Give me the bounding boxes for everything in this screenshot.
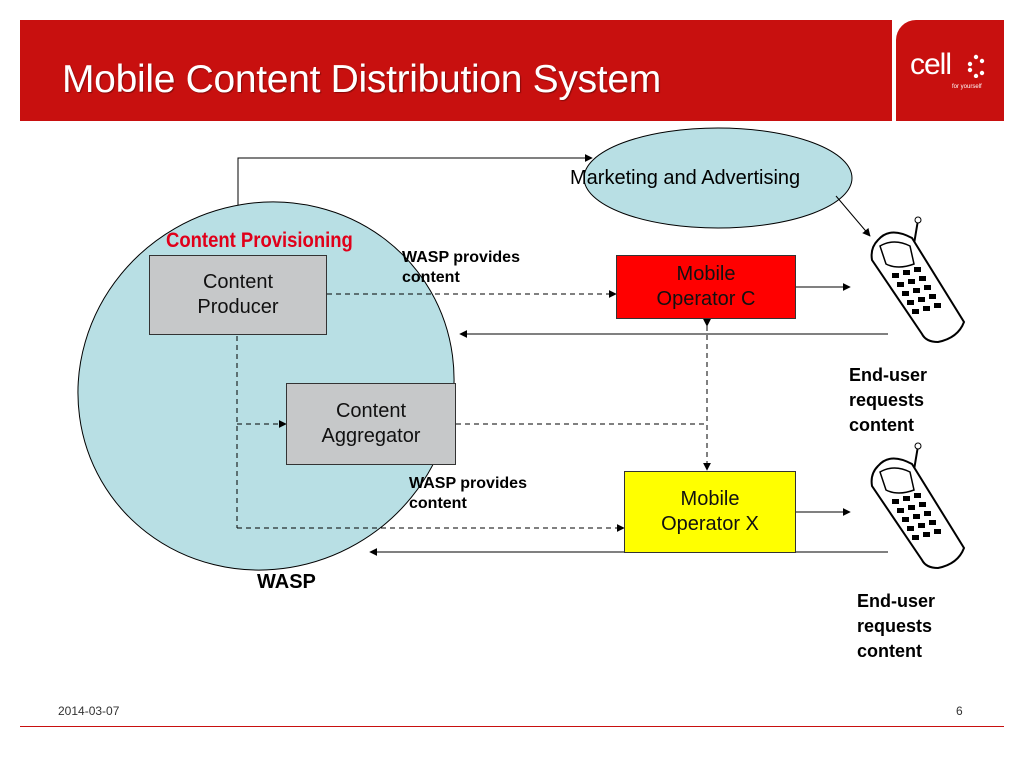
logo-text: cell	[910, 48, 952, 81]
content-aggregator-label: Content Aggregator	[321, 400, 421, 447]
mobile-operator-x-box: Mobile Operator X	[624, 471, 796, 553]
page-number: 6	[956, 704, 963, 718]
content-producer-box: Content Producer	[149, 255, 327, 335]
mobile-operator-c-label: Mobile Operator C	[656, 263, 756, 310]
brand-logo: cell for yourself	[896, 20, 1004, 121]
title-bar: Mobile Content Distribution System	[20, 20, 892, 121]
end-user-label-bottom: End-user requests content	[857, 591, 936, 661]
marketing-ellipse	[583, 127, 853, 229]
footer-date: 2014-03-07	[58, 704, 120, 718]
wasp-to-marketing-arrow	[237, 154, 593, 205]
mobile-operator-x-label: Mobile Operator X	[661, 488, 759, 535]
end-user-label-top: End-user requests content	[849, 365, 928, 435]
content-provisioning-label: Content Provisioning	[166, 229, 353, 252]
mobile-operator-c-box: Mobile Operator C	[616, 255, 796, 319]
content-producer-label: Content Producer	[197, 271, 279, 318]
footer-divider	[20, 726, 1004, 727]
wasp-provides-label-top: WASP provides content	[402, 249, 520, 286]
mobile-phone-icon	[870, 216, 966, 344]
content-aggregator-box: Content Aggregator	[286, 383, 456, 465]
marketing-label: Marketing and Advertising	[570, 167, 801, 189]
logo-dots-icon	[967, 54, 985, 78]
mobile-phone-icon	[870, 442, 966, 570]
page-title: Mobile Content Distribution System	[62, 58, 661, 101]
logo-tagline: for yourself	[952, 84, 982, 90]
wasp-provides-label-bottom: WASP provides content	[409, 475, 527, 512]
marketing-to-phone-arrow	[835, 195, 871, 237]
wasp-label: WASP	[257, 571, 316, 593]
